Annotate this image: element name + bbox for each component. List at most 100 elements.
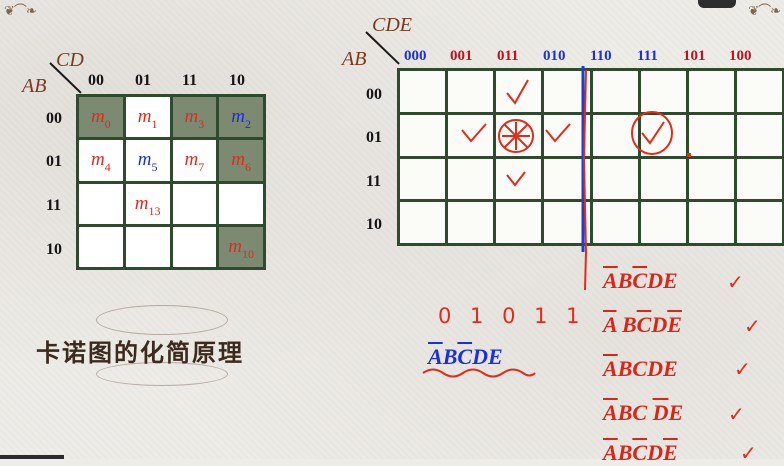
expr-letter: D — [472, 344, 488, 369]
check-up-mark — [506, 79, 529, 105]
left-map-cell-r3-c3: m10 — [219, 226, 263, 267]
left-col-label-1: 01 — [135, 72, 151, 89]
left-map-cell-r1-c1: m5 — [125, 140, 170, 181]
left-map-cell-r2-c3 — [219, 183, 263, 224]
minterm-label: m3 — [184, 106, 205, 132]
right-col-label-5: 111 — [637, 48, 658, 64]
right-map-cell-r1-c1 — [448, 114, 494, 156]
expr-letter: A — [428, 344, 443, 369]
expr-letter: A — [603, 356, 618, 381]
right-col-label-4: 110 — [590, 48, 612, 64]
expr-letter: D — [647, 268, 663, 293]
check-mark-4: ✓ — [728, 404, 745, 426]
adjacent-cell-marks — [461, 79, 673, 187]
scribble-fill-mark — [502, 122, 530, 150]
check-mark-1: ✓ — [727, 272, 744, 294]
expr-letter: B — [617, 356, 633, 381]
red-divider-stroke — [582, 69, 588, 291]
expr-letter: D — [647, 356, 663, 381]
check-down-mark — [506, 171, 526, 187]
right-col-label-6: 101 — [683, 48, 706, 64]
left-map-cell-r1-c2: m7 — [172, 140, 217, 181]
right-map-cell-r0-c0 — [400, 71, 446, 112]
expr-letter: C — [457, 344, 473, 369]
minterm-index: 3 — [198, 117, 205, 132]
title-frame-top — [96, 305, 228, 335]
minterm-index: 10 — [241, 246, 254, 261]
corner-ornament-left: ❦⌒❧ — [4, 3, 37, 18]
minterm-label: m5 — [137, 149, 158, 175]
expression-3: ABCDE — [603, 356, 678, 382]
left-map-cell-r1-c0: m4 — [79, 140, 123, 181]
right-map-cell-r0-c1 — [448, 71, 494, 112]
expr-letter: A — [603, 312, 617, 337]
right-map-cell-r1-c4 — [592, 114, 638, 156]
left-map-cell-r0-c2: m3 — [172, 97, 217, 138]
right-map-cell-r3-c7 — [736, 202, 782, 243]
right-map-cell-r1-c7 — [736, 114, 782, 156]
right-map-cell-r3-c5 — [640, 202, 686, 243]
left-row-label-2: 11 — [46, 197, 62, 214]
expression-4: ABC DE — [603, 400, 683, 426]
left-col-label-3: 10 — [229, 72, 245, 89]
left-map-cell-r0-c0: m0 — [79, 97, 123, 138]
expr-letter: E — [667, 312, 682, 337]
expr-letter: E — [662, 356, 678, 381]
expr-letter: C — [632, 400, 648, 425]
left-map-cell-r0-c1: m1 — [125, 97, 170, 138]
expr-letter: E — [668, 400, 684, 425]
minterm-label: m10 — [228, 235, 254, 261]
right-map-cell-r0-c6 — [688, 71, 734, 112]
bottom-left-shade — [0, 455, 64, 459]
left-row-label-1: 01 — [46, 153, 62, 170]
minterm-index: 4 — [104, 160, 111, 175]
expr-letter: C — [632, 268, 648, 293]
minterm-index: 13 — [148, 203, 161, 218]
expr-letter: D — [651, 312, 668, 337]
right-map-cell-r1-c6 — [688, 114, 734, 156]
right-map-cell-r3-c4 — [592, 202, 638, 243]
right-col-label-0: 000 — [404, 48, 427, 64]
left-map-cell-r0-c3: m2 — [219, 97, 263, 138]
right-row-label-3: 10 — [366, 216, 382, 233]
title-frame-bottom — [96, 362, 228, 386]
left-col-label-2: 11 — [182, 72, 198, 89]
right-map-cell-r3-c0 — [400, 202, 446, 243]
handwritten-binary: 0 1 0 1 1 — [438, 304, 586, 328]
right-map-cell-r1-c0 — [400, 114, 446, 156]
minterm-index: 1 — [151, 117, 158, 132]
expr-letter: A — [603, 400, 618, 425]
right-map-cell-r2-c7 — [736, 158, 782, 200]
right-map-cell-r2-c1 — [448, 158, 494, 200]
left-map-cell-r3-c0 — [79, 226, 123, 267]
expr-letter: E — [662, 268, 678, 293]
circle-check-mark — [641, 121, 665, 145]
right-col-var: CDE — [372, 14, 412, 36]
left-row-label-0: 00 — [46, 110, 62, 127]
right-map-cell-r3-c1 — [448, 202, 494, 243]
right-row-label-2: 11 — [366, 173, 382, 190]
left-row-var: AB — [22, 75, 47, 97]
left-map-cell-r2-c0 — [79, 183, 123, 224]
minterm-label: m2 — [231, 106, 251, 132]
left-col-label-0: 00 — [88, 72, 104, 89]
minterm-index: 0 — [104, 117, 111, 132]
right-row-var: AB — [342, 48, 367, 70]
expr-letter: B — [617, 268, 633, 293]
right-map-cell-r0-c4 — [592, 71, 638, 112]
right-map-cell-r2-c0 — [400, 158, 446, 200]
right-col-label-1: 001 — [450, 48, 473, 64]
right-col-label-7: 100 — [729, 48, 752, 64]
right-map-cell-r0-c2 — [496, 71, 542, 112]
corner-ornament-right: ❦⌒❧ — [748, 3, 781, 18]
wavy-underline — [422, 368, 536, 378]
minterm-index: 2 — [244, 117, 251, 132]
right-map-cell-r2-c5 — [640, 158, 686, 200]
minterm-label: m1 — [137, 106, 158, 132]
left-row-label-3: 10 — [46, 241, 62, 258]
minterm-label: m7 — [184, 149, 205, 175]
minterm-index: 7 — [198, 160, 205, 175]
right-map-cell-r0-c7 — [736, 71, 782, 112]
check-mark-3: ✓ — [734, 359, 751, 381]
